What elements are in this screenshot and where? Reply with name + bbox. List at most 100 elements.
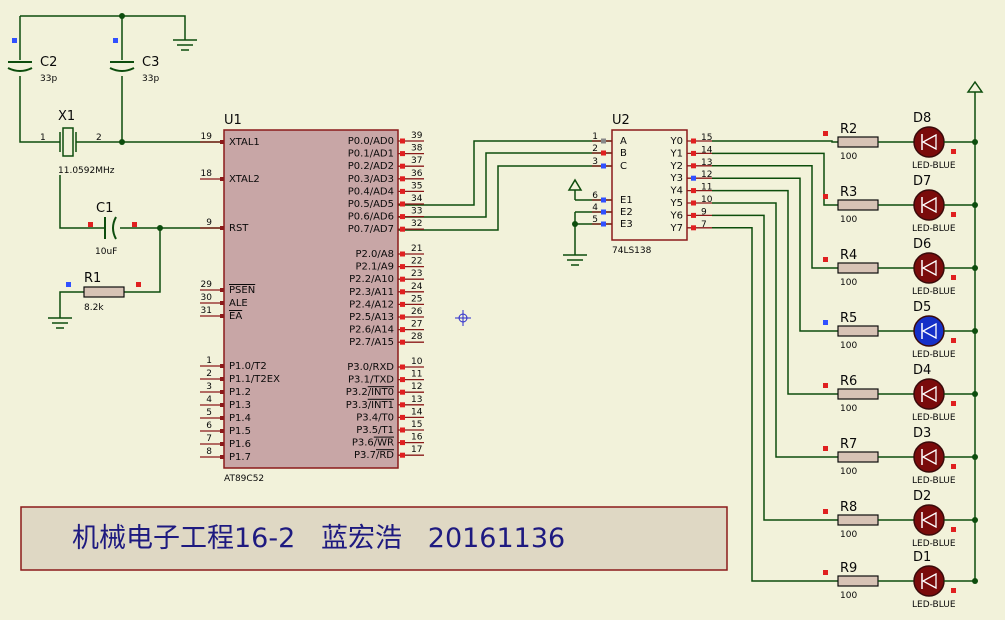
resistor-ref: R2	[840, 122, 857, 137]
ic-u1-right-pins: 39P0.0/AD038P0.1/AD137P0.2/AD236P0.3/AD3…	[346, 131, 424, 461]
u1-pin-num: 31	[201, 306, 212, 316]
u1-pin-name: P3.3/INT1	[346, 400, 394, 411]
led-ref: D3	[913, 426, 931, 441]
capacitor-c1[interactable]: C1 10uF	[88, 201, 137, 257]
u1-pin-name: P1.2	[229, 387, 251, 398]
u1-pin-num: 9	[206, 218, 212, 228]
ic-u1-ref: U1	[224, 113, 242, 128]
u1-pin-num: 35	[411, 181, 422, 191]
crystal-pin1: 1	[40, 133, 46, 143]
resistor-r7[interactable]: R7 100	[823, 437, 879, 477]
crosshair-cursor-icon	[455, 310, 471, 326]
resistor-r1[interactable]: R1 8.2k	[66, 271, 141, 313]
u1-pin-name: P0.5/AD5	[348, 199, 394, 210]
resistor-value: 100	[840, 152, 857, 162]
u1-pin-name: P1.5	[229, 426, 251, 437]
ground-icon	[173, 39, 197, 51]
u1-pin-name: P1.3	[229, 400, 251, 411]
u1-pin-num: 32	[411, 219, 422, 229]
u1-pin-name: RST	[229, 223, 249, 234]
resistor-ref: R7	[840, 437, 857, 452]
u2-pin-num: 14	[701, 145, 713, 155]
u2-pin-num: 1	[592, 132, 598, 142]
capacitor-c3-ref: C3	[142, 55, 159, 70]
u1-pin-name: P2.3/A11	[349, 287, 394, 298]
crystal-x1[interactable]: X1 1 2 11.0592MHz	[40, 109, 115, 176]
capacitor-c2-value: 33p	[40, 74, 57, 84]
led-ref: D8	[913, 111, 931, 126]
u1-pin-num: 15	[411, 420, 422, 430]
u1-pin-num: 36	[411, 169, 423, 179]
resistor-ref: R4	[840, 248, 857, 263]
u2-pin-num: 4	[592, 203, 598, 213]
resistor-value: 100	[840, 591, 857, 601]
u1-pin-num: 5	[206, 408, 212, 418]
resistor-ref: R8	[840, 500, 857, 515]
u1-pin-num: 39	[411, 131, 423, 141]
u1-pin-name: P0.2/AD2	[348, 161, 394, 172]
power-arrow-icon	[567, 178, 583, 191]
resistor-ref: R5	[840, 311, 857, 326]
u1-pin-num: 7	[206, 434, 212, 444]
u1-pin-num: 22	[411, 257, 422, 267]
resistor-ref: R6	[840, 374, 857, 389]
crystal-x1-ref: X1	[58, 109, 75, 124]
u1-pin-name: XTAL1	[229, 137, 260, 148]
capacitor-c3[interactable]: C3 33p	[109, 38, 159, 84]
u2-pin-name: E1	[620, 195, 633, 206]
u2-pin-name: Y2	[670, 161, 683, 172]
u2-pin-num: 11	[701, 183, 712, 193]
u1-pin-num: 33	[411, 207, 422, 217]
crystal-pin2: 2	[96, 133, 102, 143]
resistor-r1-ref: R1	[84, 271, 101, 286]
u2-pin-num: 9	[701, 207, 707, 217]
u1-pin-num: 1	[206, 356, 212, 366]
led-type: LED-BLUE	[912, 287, 956, 297]
u1-pin-num: 18	[201, 169, 213, 179]
capacitor-c3-value: 33p	[142, 74, 159, 84]
u2-pin-name: C	[620, 161, 627, 172]
led-type: LED-BLUE	[912, 539, 956, 549]
capacitor-c1-ref: C1	[96, 201, 113, 216]
capacitor-c2[interactable]: C2 33p	[7, 38, 57, 84]
u1-pin-name: P3.2/INT0	[346, 387, 394, 398]
capacitor-c2-ref: C2	[40, 55, 57, 70]
u1-pin-name: PSEN	[229, 285, 255, 296]
u2-pin-name: E3	[620, 219, 633, 230]
u1-pin-name: P0.7/AD7	[348, 224, 394, 235]
u1-pin-name: EA	[229, 311, 242, 322]
u1-pin-num: 28	[411, 332, 423, 342]
resistor-value: 100	[840, 341, 857, 351]
u2-pin-name: Y6	[670, 210, 683, 221]
resistor-value: 100	[840, 467, 857, 477]
u1-pin-name: P3.5/T1	[356, 425, 394, 436]
u1-pin-name: P2.2/A10	[349, 274, 394, 285]
u1-pin-name: P2.0/A8	[355, 249, 394, 260]
u1-pin-num: 12	[411, 382, 422, 392]
led-ref: D2	[913, 489, 931, 504]
u1-pin-name: P3.0/RXD	[347, 362, 394, 373]
u1-pin-num: 8	[206, 447, 212, 457]
u1-pin-num: 14	[411, 407, 423, 417]
u1-pin-name: P2.5/A13	[349, 312, 394, 323]
resistor-ref: R9	[840, 561, 857, 576]
u1-pin-num: 27	[411, 320, 422, 330]
